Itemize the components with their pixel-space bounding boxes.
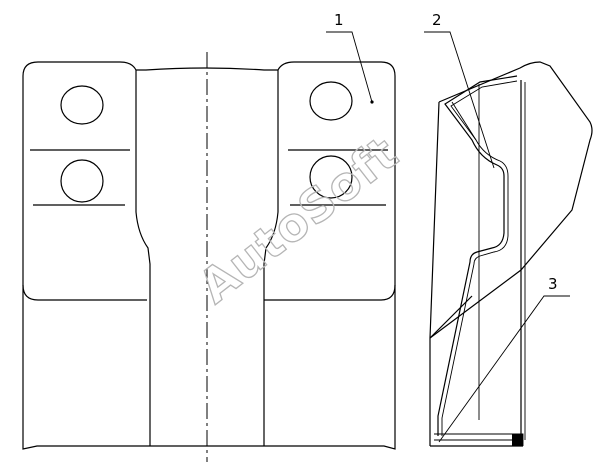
leader-1-dot (370, 100, 374, 104)
bolt-hole-left-lower (60, 159, 104, 203)
front-view-outline (22, 61, 396, 450)
leader-1 (326, 31, 373, 103)
side-base-block (512, 434, 523, 446)
watermark: AutoSoft (189, 125, 409, 313)
bolt-hole-left-upper (60, 85, 104, 125)
upper-plate-edge (22, 284, 396, 301)
callout-leaders (326, 31, 570, 443)
side-body-outline (429, 61, 593, 339)
leader-2 (424, 31, 495, 169)
leader-3 (438, 295, 570, 443)
neck-left (135, 70, 151, 446)
liner-outer (437, 75, 518, 436)
side-section-view (429, 61, 593, 447)
liner-inner (441, 80, 518, 436)
callout-1: 1 (334, 11, 344, 29)
liner-fold (451, 101, 477, 141)
front-view (22, 52, 396, 462)
side-base-strip (434, 433, 524, 446)
side-lower-edge (429, 295, 473, 339)
bolt-hole-right-upper (309, 81, 353, 121)
neck-right (263, 70, 279, 446)
callout-2: 2 (432, 11, 442, 29)
side-front-face (429, 101, 440, 446)
callout-3: 3 (548, 275, 558, 293)
bolt-hole-right-lower (309, 155, 353, 199)
